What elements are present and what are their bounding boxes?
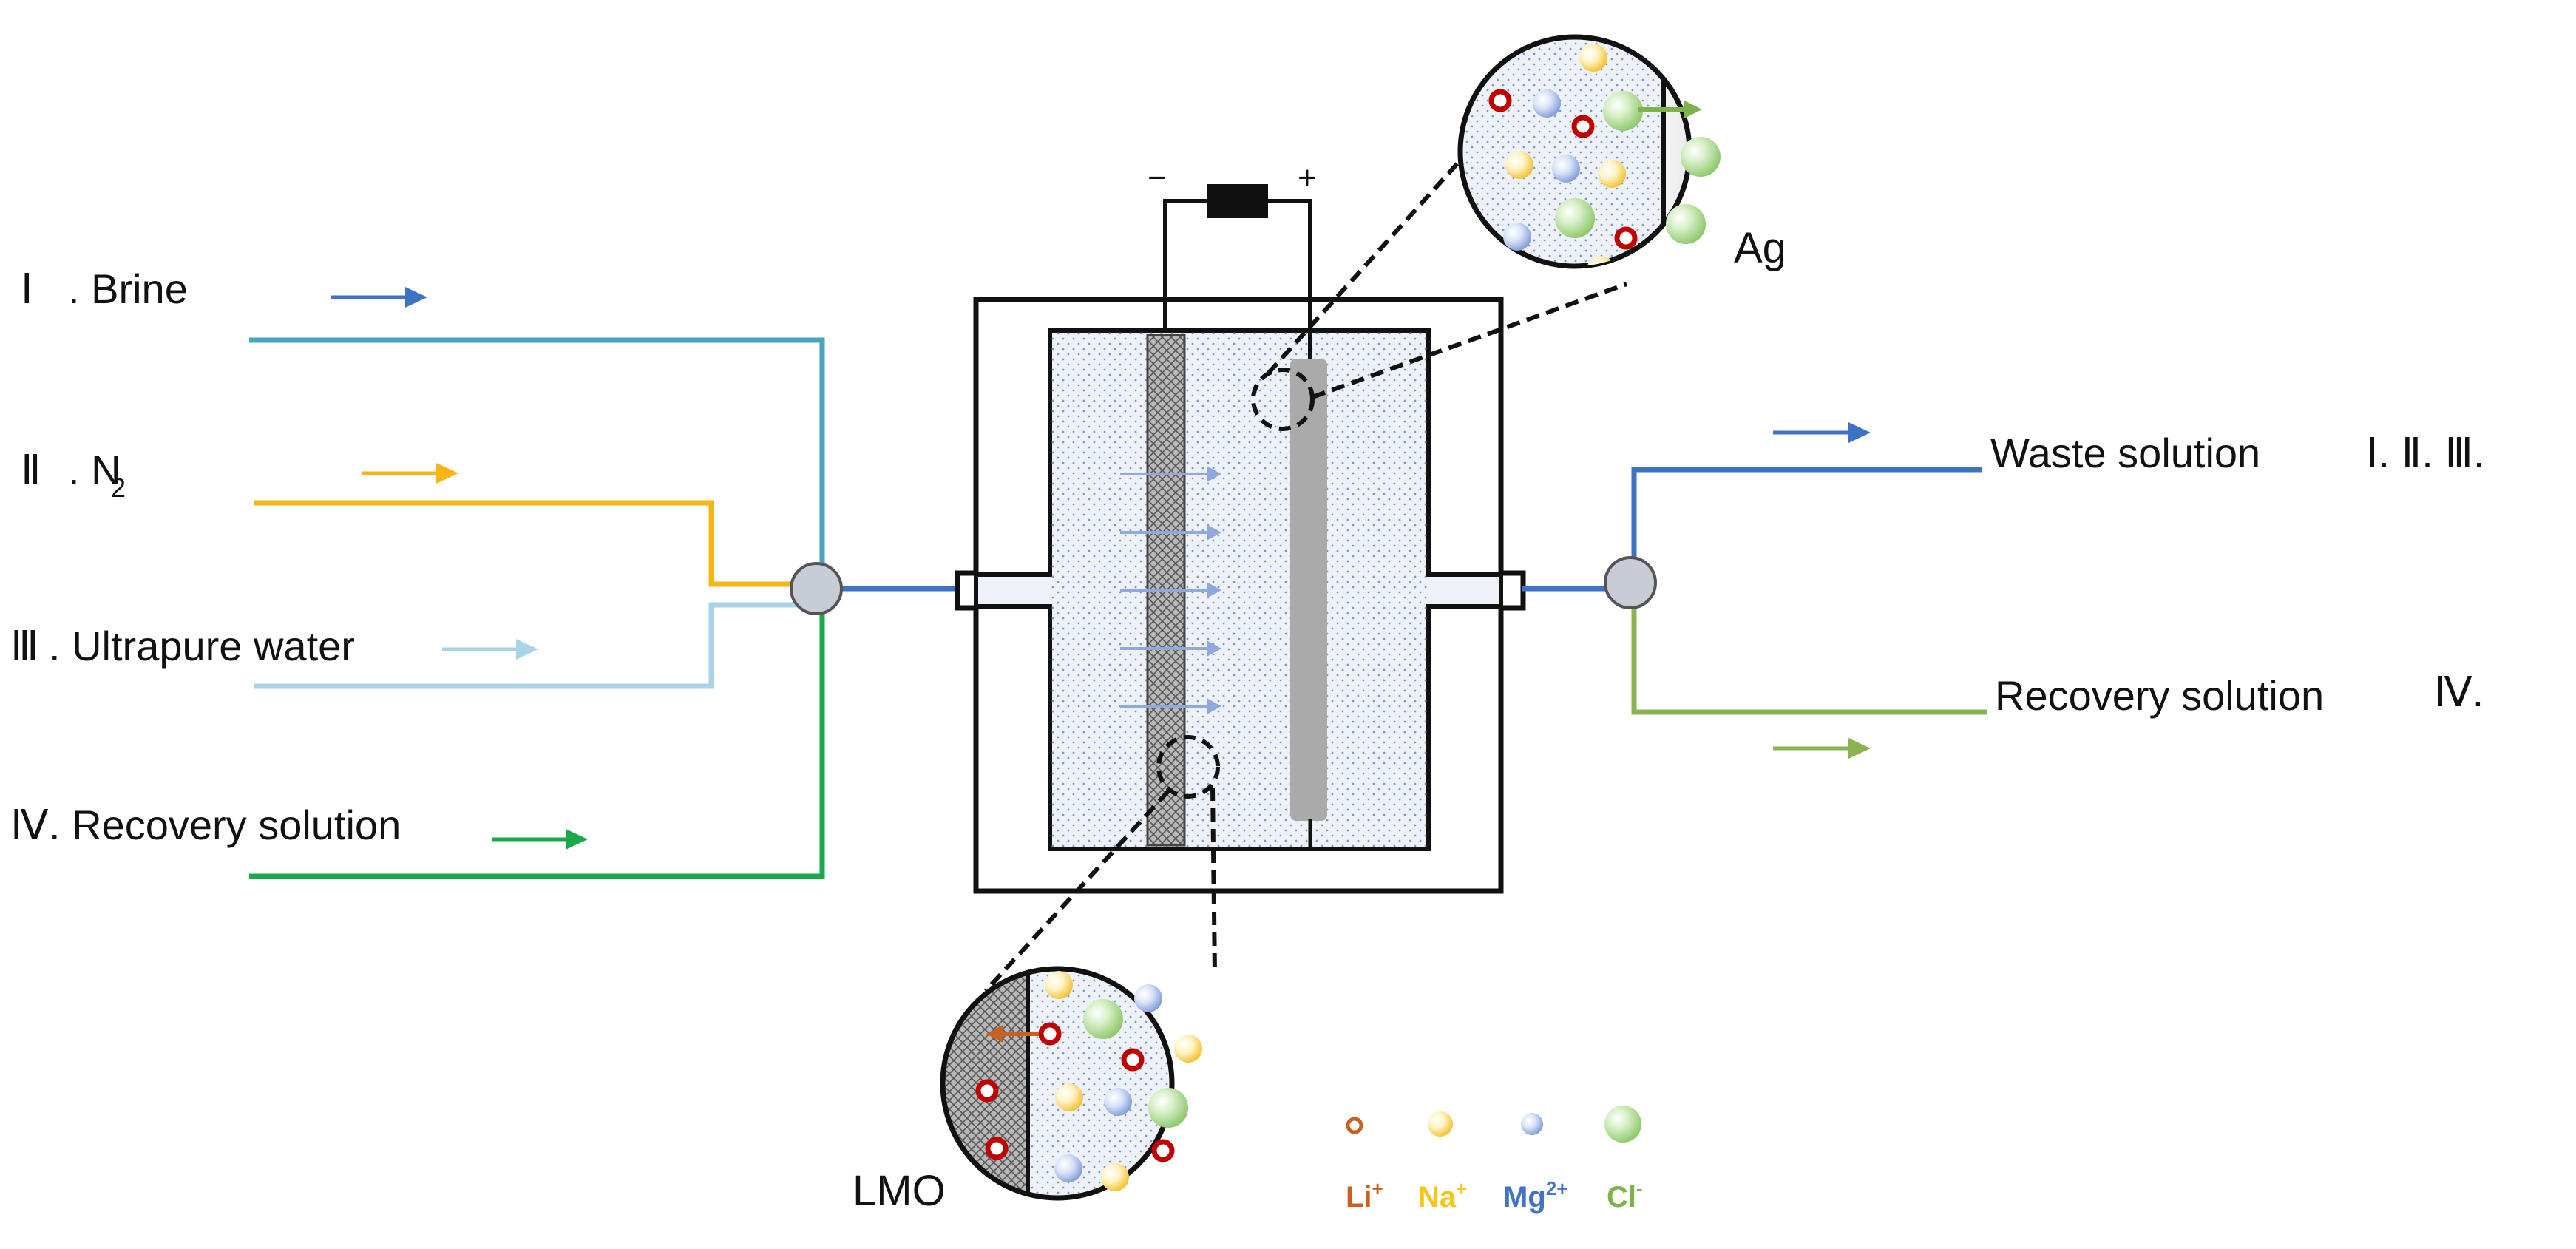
na-ion xyxy=(1505,151,1533,179)
li-ion xyxy=(1571,115,1595,138)
zoom-connectors xyxy=(983,129,1628,993)
li-ion xyxy=(1038,1022,1062,1046)
li-ion xyxy=(1121,1048,1145,1072)
cl-ion xyxy=(1681,137,1721,177)
brine-flow-arrow xyxy=(331,287,427,308)
mg-ion xyxy=(1552,155,1580,183)
electrochemical-cell xyxy=(955,297,1526,894)
mg-ion xyxy=(1503,223,1531,251)
recovery-flow-arrow xyxy=(492,829,588,850)
mg-ion xyxy=(1134,984,1162,1012)
li-ion xyxy=(1151,1139,1175,1162)
waste-pipe xyxy=(1631,467,1982,566)
internal-flow-arrows xyxy=(1120,466,1221,714)
recovery-outlet-pipe xyxy=(1631,608,1987,715)
na-ion xyxy=(1587,256,1615,266)
ag-electrode xyxy=(1290,359,1327,821)
inlet-pipes xyxy=(249,337,973,879)
legend-li-symbol xyxy=(1346,1117,1363,1134)
mg-ion xyxy=(1533,89,1561,118)
legend-li-label: Li+ xyxy=(1346,1177,1383,1214)
na-ion xyxy=(1598,160,1626,188)
li-ion xyxy=(1488,89,1512,112)
recovery-solution-tag: Ⅳ. xyxy=(2434,668,2484,715)
cl-ion xyxy=(1148,1088,1188,1128)
power-source xyxy=(1207,184,1268,218)
flow-arrow xyxy=(1120,698,1221,714)
mg-ion xyxy=(1054,1154,1082,1182)
water-pipe xyxy=(254,602,813,689)
ion-particles xyxy=(975,971,1202,1191)
lmo-label: LMO xyxy=(853,1167,946,1215)
inlet-recovery-numeral: Ⅳ xyxy=(10,802,49,848)
lmo-zoom-marker xyxy=(1156,735,1220,799)
legend-na-label: Na+ xyxy=(1418,1177,1467,1214)
inlet-valve xyxy=(790,562,843,615)
inlet-n2-numeral: Ⅱ xyxy=(21,447,41,493)
negative-terminal: − xyxy=(1148,160,1167,196)
legend-cl-label: Cl- xyxy=(1607,1177,1643,1214)
inlet-water-numeral: Ⅲ xyxy=(10,623,39,669)
n2-flow-arrow xyxy=(362,463,458,484)
legend-na-symbol xyxy=(1428,1111,1453,1137)
outlet-valve xyxy=(1604,556,1657,609)
na-ion xyxy=(1174,1035,1202,1063)
recovery-out-flow-arrow xyxy=(1773,738,1871,759)
brine-pipe xyxy=(249,337,825,584)
waste-solution-tag: Ⅰ. Ⅱ. Ⅲ. xyxy=(2366,430,2484,476)
waste-solution-label: Waste solution xyxy=(1990,430,2260,476)
inlet-recovery-label: . Recovery solution xyxy=(49,802,401,848)
legend-mg-symbol xyxy=(1521,1113,1543,1135)
na-ion xyxy=(1045,971,1073,999)
inlet-recovery-solution: Ⅳ . Recovery solution xyxy=(10,802,401,848)
recovery-pipe xyxy=(249,603,825,879)
ion-legend: Li+ Na+ Mg2+ Cl- xyxy=(1346,1106,1643,1214)
recovery-solution-label: Recovery solution xyxy=(1995,672,2324,719)
external-circuit xyxy=(1163,184,1312,359)
li-ion xyxy=(1614,226,1638,250)
inlet-arrows xyxy=(331,287,588,850)
mg-ion xyxy=(1104,1088,1132,1116)
cl-ion xyxy=(1083,999,1123,1039)
ag-zoom-inset xyxy=(1457,34,1721,269)
cl-ion xyxy=(1555,198,1595,238)
li-ion xyxy=(985,1137,1009,1160)
inlet-n2-subscript: 2 xyxy=(111,473,126,503)
lmo-zoom-inset xyxy=(940,966,1202,1201)
inlet-water-label: . Ultrapure water xyxy=(49,623,355,669)
legend-cl-symbol xyxy=(1604,1106,1641,1143)
ion-particles xyxy=(1488,44,1721,266)
cl-ion xyxy=(1666,204,1706,244)
inlet-brine: Ⅰ . Brine xyxy=(21,265,188,312)
ag-label: Ag xyxy=(1734,224,1786,272)
na-ion xyxy=(1101,1163,1129,1191)
ag-zoom-marker xyxy=(1251,368,1315,431)
flow-arrow xyxy=(1120,466,1221,482)
inlet-ultrapure-water: Ⅲ . Ultrapure water xyxy=(10,623,355,669)
positive-terminal: + xyxy=(1298,160,1317,196)
li-ion xyxy=(975,1079,999,1103)
legend-mg-label: Mg2+ xyxy=(1503,1177,1567,1214)
li-migration-arrow xyxy=(986,1025,1039,1043)
inlet-n2: Ⅱ . N 2 xyxy=(21,447,126,503)
inlet-brine-label: . Brine xyxy=(68,265,188,312)
cl-ion xyxy=(1603,91,1643,131)
n2-pipe xyxy=(254,500,813,587)
inlet-n2-label: . N xyxy=(68,447,121,493)
flow-arrow xyxy=(1120,582,1221,598)
flow-arrow xyxy=(1120,524,1221,541)
na-ion xyxy=(1055,1083,1083,1111)
outlet-pipes xyxy=(1522,467,1987,715)
na-ion xyxy=(1579,44,1607,72)
inlet-brine-numeral: Ⅰ xyxy=(21,265,33,312)
water-flow-arrow xyxy=(442,639,538,660)
waste-flow-arrow xyxy=(1773,422,1871,443)
cl-migration-arrow xyxy=(1638,101,1702,118)
flow-arrow xyxy=(1120,640,1221,657)
